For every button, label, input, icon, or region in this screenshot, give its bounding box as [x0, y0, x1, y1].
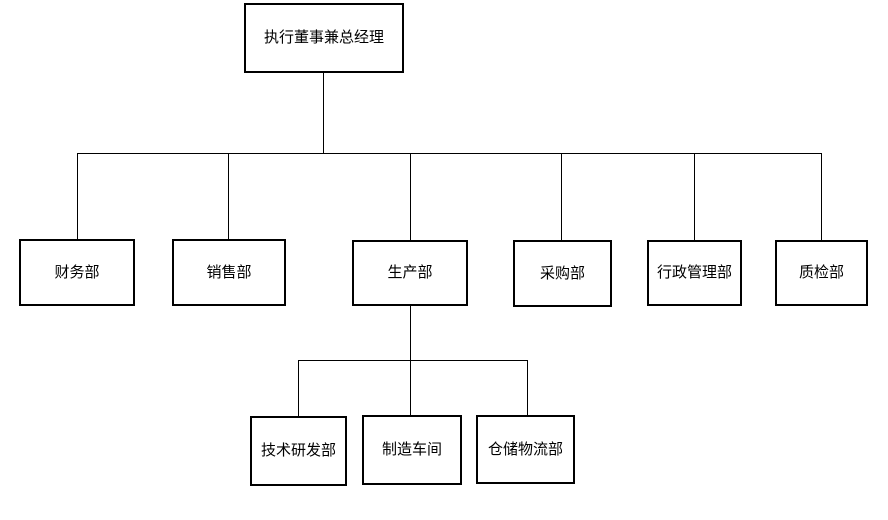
org-node-rnd: 技术研发部: [250, 416, 347, 486]
org-node-purchasing-label: 采购部: [539, 264, 585, 282]
connector-drop-finance: [77, 153, 78, 239]
org-node-admin: 行政管理部: [647, 240, 742, 306]
org-node-workshop-label: 制造车间: [381, 441, 442, 458]
org-node-qc-label: 质检部: [798, 264, 844, 281]
org-node-finance: 财务部: [19, 239, 135, 306]
org-node-finance-label: 财务部: [54, 263, 100, 281]
org-node-ceo-label: 执行董事兼总经理: [263, 29, 384, 46]
org-node-production: 生产部: [352, 240, 468, 306]
org-node-ceo: 执行董事兼总经理: [244, 3, 404, 73]
connector-drop-logistics: [527, 360, 528, 415]
connector-drop-sales: [228, 153, 229, 239]
connector-level2-bus: [77, 153, 822, 154]
connector-drop-qc: [821, 153, 822, 240]
org-node-workshop: 制造车间: [362, 415, 462, 485]
org-node-qc: 质检部: [775, 240, 868, 306]
org-node-sales-label: 销售部: [206, 263, 252, 281]
org-node-purchasing: 采购部: [513, 240, 612, 307]
connector-ceo-stem: [323, 73, 324, 153]
connector-drop-admin: [694, 153, 695, 240]
org-node-admin-label: 行政管理部: [656, 264, 732, 281]
org-node-rnd-label: 技术研发部: [260, 442, 336, 459]
org-node-logistics: 仓储物流部: [476, 415, 575, 484]
org-node-production-label: 生产部: [387, 264, 433, 281]
org-node-sales: 销售部: [172, 239, 286, 306]
connector-drop-production: [410, 153, 411, 240]
connector-level3-bus: [298, 360, 528, 361]
org-node-logistics-label: 仓储物流部: [487, 440, 563, 458]
connector-drop-rnd: [298, 360, 299, 416]
connector-drop-purchasing: [561, 153, 562, 240]
